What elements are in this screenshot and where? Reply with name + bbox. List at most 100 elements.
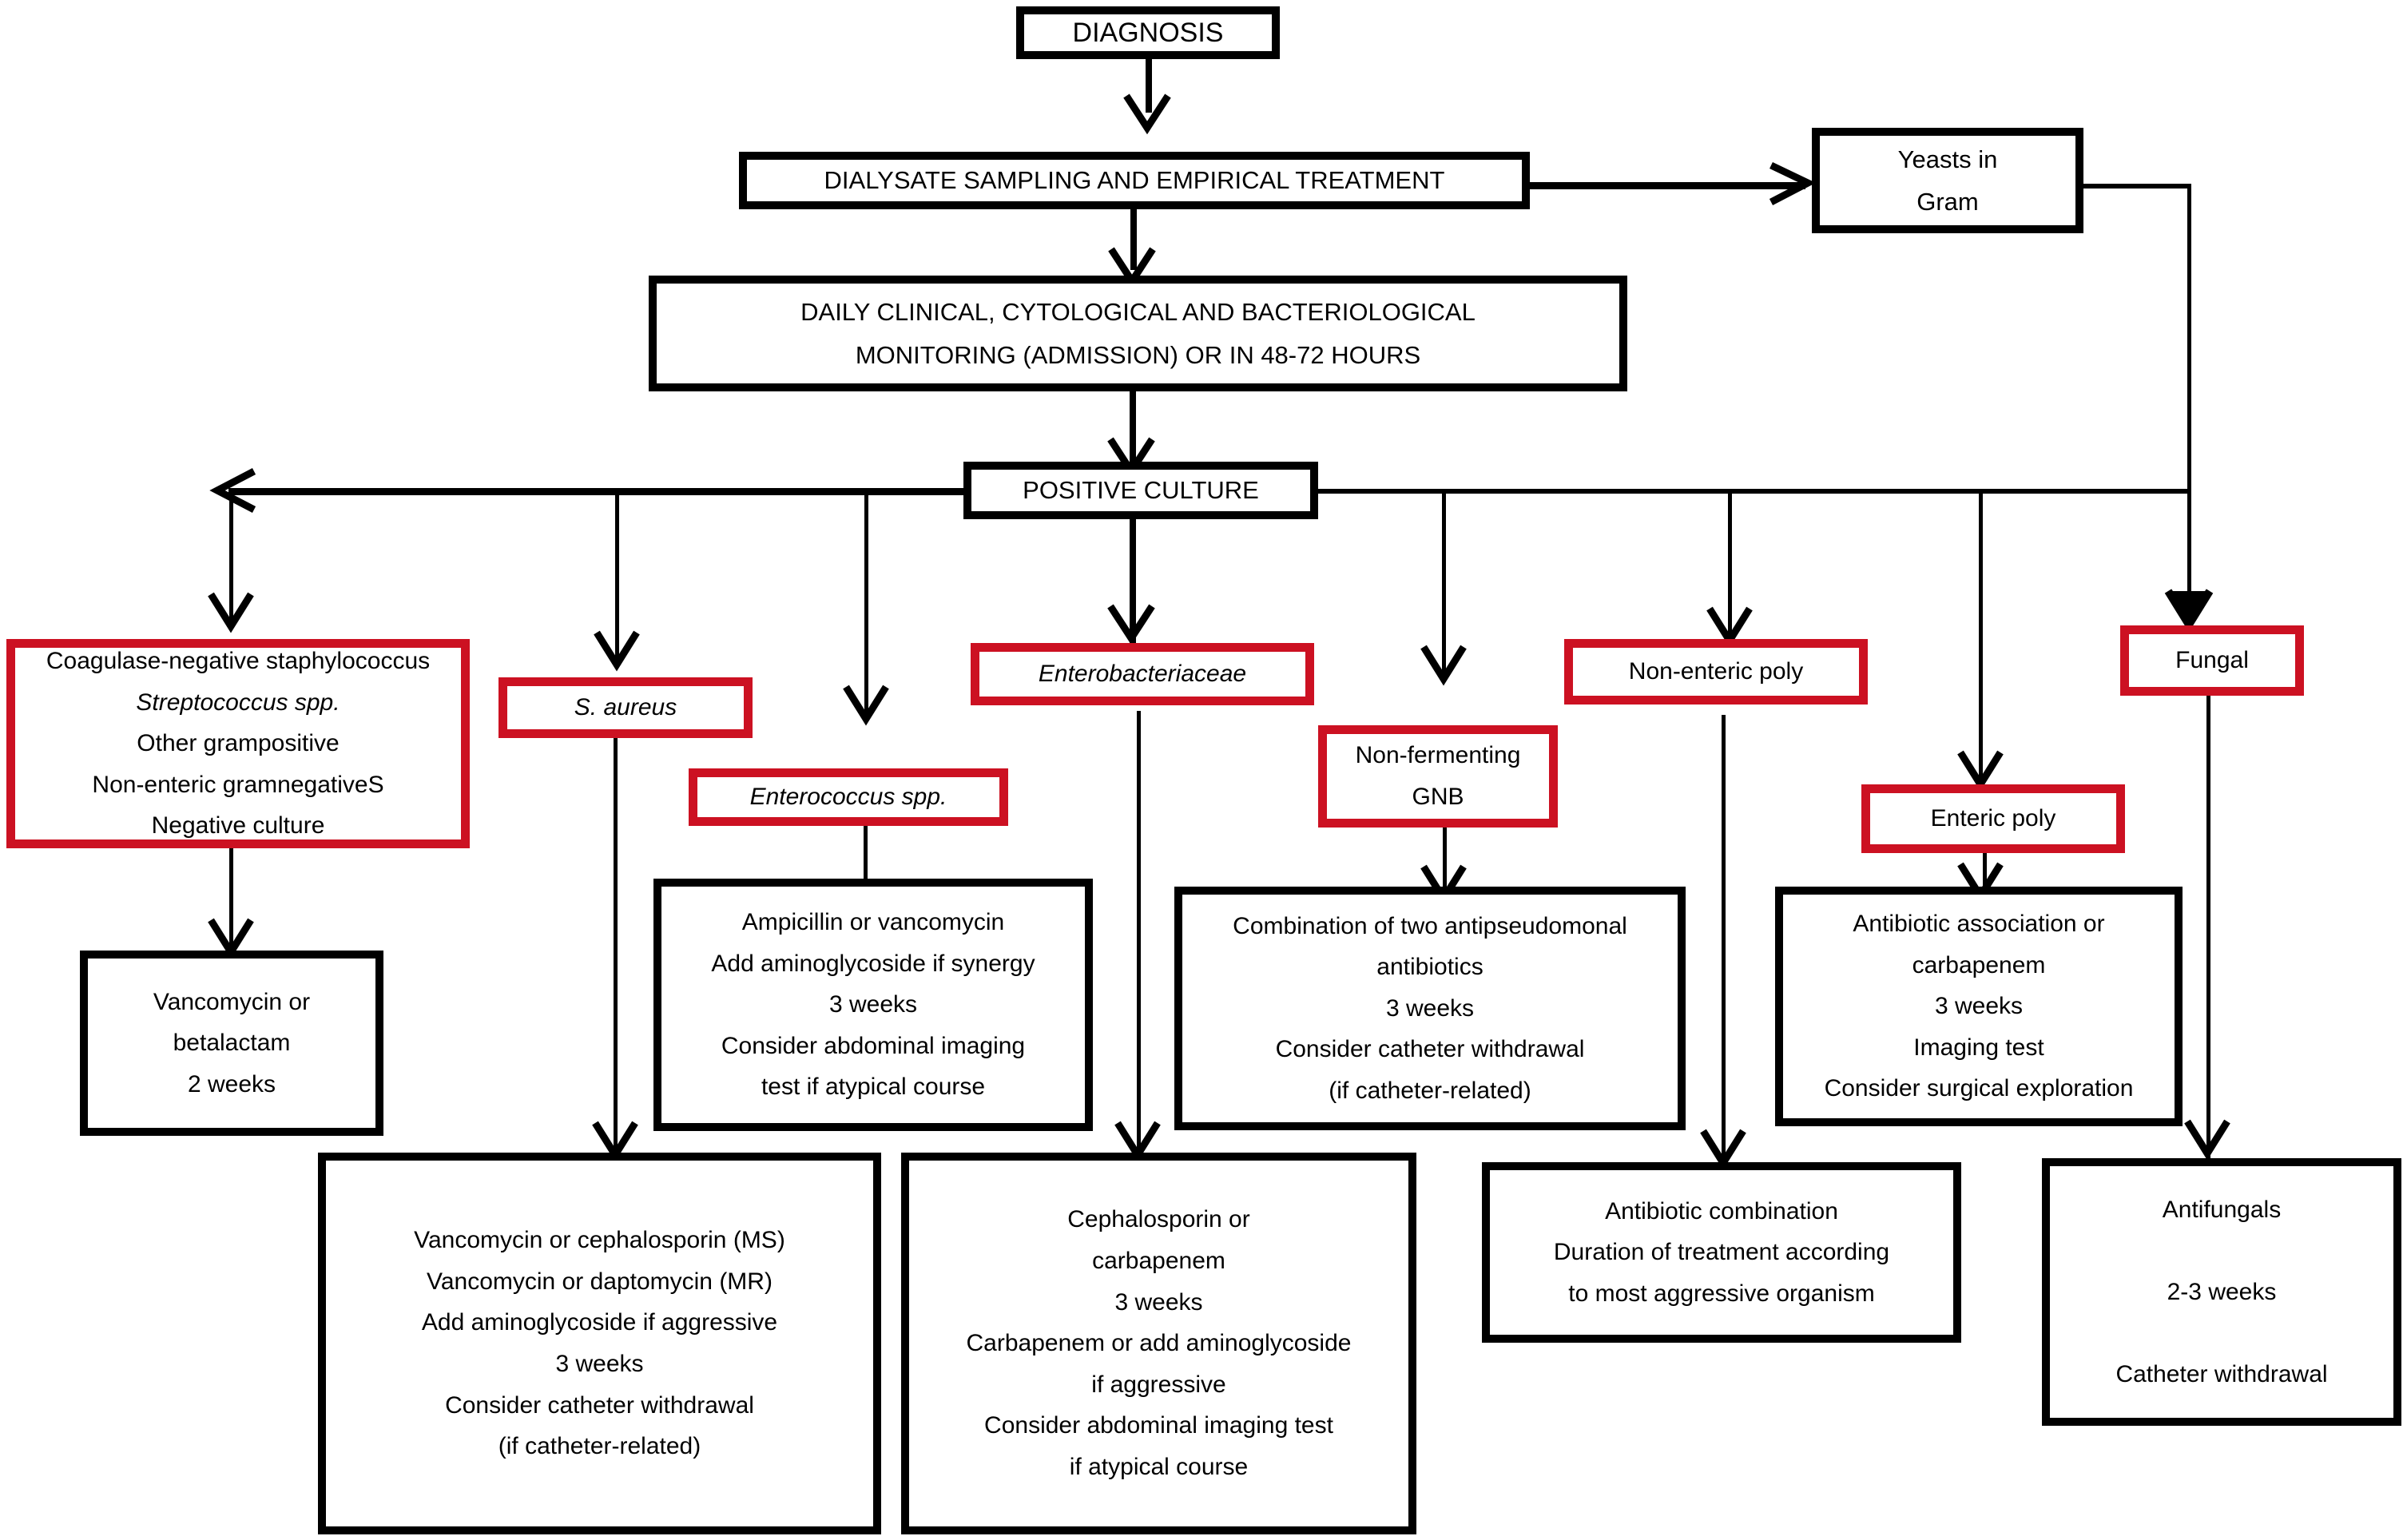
vc-line-5: (if catheter-related) <box>498 1433 701 1460</box>
connector-drop-coagulase <box>229 488 233 628</box>
node-enterococcus-line-0: Enterococcus spp. <box>749 784 947 811</box>
arrowhead-sampling-to-yeasts <box>1769 161 1817 205</box>
node-s-aureus[interactable]: S. aureus <box>498 677 753 738</box>
af-line-2: 2-3 weeks <box>2167 1278 2277 1305</box>
ac-line-0: Antibiotic combination <box>1605 1197 1838 1224</box>
node-cephalosporin-carbapenem[interactable]: Cephalosporin or carbapenem 3 weeks Carb… <box>901 1153 1416 1534</box>
arrowhead-drop-enterococcus <box>843 685 889 726</box>
node-non-enteric-poly-line-0: Non-enteric poly <box>1628 658 1804 685</box>
ac-line-2: to most aggressive organism <box>1568 1280 1875 1307</box>
connector-fungal-to-antifungals <box>2206 695 2210 1158</box>
aa-line-3: Imaging test <box>1913 1034 2044 1061</box>
node-fungal[interactable]: Fungal <box>2120 625 2304 696</box>
connector-saureus-to-vancocephalo <box>614 735 618 1158</box>
node-yeasts-in-gram-line-1: Gram <box>1916 188 1979 216</box>
group-line-3: Non-enteric gramnegativeS <box>92 771 384 798</box>
arrowhead-nonentericpoly-to-combination <box>1700 1129 1746 1170</box>
arrowhead-drop-coagulase <box>208 592 254 633</box>
node-enterobacteriaceae[interactable]: Enterobacteriaceae <box>971 643 1314 705</box>
node-two-antipseudomonal[interactable]: Combination of two antipseudomonal antib… <box>1174 887 1686 1130</box>
node-gnb-line-0: Non-fermenting <box>1355 742 1521 769</box>
node-dialysate-sampling-line-0: DIALYSATE SAMPLING AND EMPIRICAL TREATME… <box>824 166 1445 195</box>
ap-line-2: 3 weeks <box>1385 994 1475 1022</box>
connector-sampling-to-yeasts <box>1522 182 1805 189</box>
node-positive-culture-line-0: POSITIVE CULTURE <box>1023 476 1259 505</box>
af-line-0: Antifungals <box>2162 1196 2282 1223</box>
vc-line-2: Add aminoglycoside if aggressive <box>421 1309 778 1336</box>
ap-line-1: antibiotics <box>1376 954 1484 981</box>
vb-line-0: Vancomycin or <box>153 988 311 1015</box>
af-line-4: Catheter withdrawal <box>2115 1360 2328 1387</box>
arrowhead-diagnosis-to-sampling <box>1123 93 1171 135</box>
vc-line-1: Vancomycin or daptomycin (MR) <box>427 1268 773 1295</box>
node-daily-monitoring[interactable]: DAILY CLINICAL, CYTOLOGICAL AND BACTERIO… <box>649 276 1627 391</box>
af-line-3 <box>2218 1312 2225 1354</box>
arrowhead-culture-to-enterobacteriaceae <box>1107 604 1155 645</box>
connector-gnb-to-antipseudomonal <box>1443 827 1447 895</box>
connector-monitoring-to-culture <box>1130 391 1136 467</box>
arrowhead-drop-saureus <box>594 630 640 672</box>
cc-line-6: if atypical course <box>1069 1453 1249 1480</box>
node-yeasts-in-gram-line-0: Yeasts in <box>1897 145 1998 173</box>
node-antifungals[interactable]: Antifungals 2-3 weeks Catheter withdrawa… <box>2042 1158 2401 1426</box>
aa-line-0: Antibiotic association or <box>1853 911 2105 938</box>
node-non-fermenting-gnb[interactable]: Non-fermenting GNB <box>1318 725 1558 828</box>
group-line-1: Streptococcus spp. <box>136 689 340 716</box>
aa-line-4: Consider surgical exploration <box>1824 1075 2134 1102</box>
node-s-aureus-line-0: S. aureus <box>574 694 677 721</box>
group-line-4: Negative culture <box>151 812 325 839</box>
vb-line-2: 2 weeks <box>187 1070 276 1097</box>
node-ampicillin-vancomycin[interactable]: Ampicillin or vancomycin Add aminoglycos… <box>653 879 1093 1131</box>
node-enteric-poly-line-0: Enteric poly <box>1930 805 2056 832</box>
ac-line-1: Duration of treatment according <box>1553 1239 1890 1266</box>
node-dialysate-sampling[interactable]: DIALYSATE SAMPLING AND EMPIRICAL TREATME… <box>739 152 1530 209</box>
av-line-1: Add aminoglycoside if synergy <box>711 950 1035 977</box>
node-positive-culture[interactable]: POSITIVE CULTURE <box>963 462 1318 519</box>
aa-line-1: carbapenem <box>1912 951 2046 978</box>
connector-diagnosis-to-sampling <box>1146 37 1152 113</box>
vc-line-3: 3 weeks <box>555 1351 644 1377</box>
vc-line-4: Consider catheter withdrawal <box>445 1391 754 1419</box>
vb-line-1: betalactam <box>173 1030 291 1057</box>
node-antibiotic-association[interactable]: Antibiotic association or carbapenem 3 w… <box>1775 887 2183 1126</box>
node-enteric-poly[interactable]: Enteric poly <box>1861 784 2125 853</box>
arrowhead-drop-nonfermenting <box>1420 645 1467 686</box>
group-line-2: Other grampositive <box>137 730 340 757</box>
cc-line-1: carbapenem <box>1092 1248 1225 1275</box>
node-diagnosis[interactable]: DIAGNOSIS <box>1016 6 1280 59</box>
connector-sampling-to-monitoring <box>1130 206 1137 270</box>
connector-culture-bus-left <box>228 488 963 495</box>
af-line-1 <box>2218 1230 2225 1272</box>
node-vancomycin-betalactam[interactable]: Vancomycin or betalactam 2 weeks <box>80 951 383 1136</box>
connector-drop-nonfermenting <box>1442 489 1446 682</box>
connector-enterococcus-to-ampicillin <box>864 823 868 891</box>
node-non-enteric-poly[interactable]: Non-enteric poly <box>1564 639 1868 705</box>
node-enterococcus-spp[interactable]: Enterococcus spp. <box>689 768 1008 826</box>
vc-line-0: Vancomycin or cephalosporin (MS) <box>414 1227 785 1254</box>
node-coagulase-negative-group[interactable]: Coagulase-negative staphylococcus Strept… <box>6 639 470 848</box>
av-line-0: Ampicillin or vancomycin <box>741 909 1005 936</box>
arrowhead-drop-entericpoly <box>1957 750 2004 792</box>
node-daily-monitoring-line-1: MONITORING (ADMISSION) OR IN 48-72 HOURS <box>855 340 1421 369</box>
cc-line-3: Carbapenem or add aminoglycoside <box>966 1330 1352 1357</box>
node-yeasts-in-gram[interactable]: Yeasts in Gram <box>1812 128 2083 233</box>
aa-line-2: 3 weeks <box>1934 993 2024 1020</box>
group-line-0: Coagulase-negative staphylococcus <box>46 648 431 675</box>
ap-line-4: (if catheter-related) <box>1329 1077 1531 1104</box>
av-line-3: Consider abdominal imaging <box>721 1032 1026 1059</box>
cc-line-2: 3 weeks <box>1114 1288 1203 1316</box>
node-antibiotic-combination[interactable]: Antibiotic combination Duration of treat… <box>1482 1162 1961 1343</box>
cc-line-0: Cephalosporin or <box>1067 1206 1250 1233</box>
connector-coagulase-to-vanco <box>229 847 233 951</box>
node-enterobacteriaceae-line-0: Enterobacteriaceae <box>1038 661 1247 688</box>
ap-line-0: Combination of two antipseudomonal <box>1233 912 1627 939</box>
cc-line-4: if aggressive <box>1091 1371 1226 1398</box>
connector-culture-to-enterobacteriaceae <box>1130 519 1136 643</box>
connector-nonentericpoly-to-combination <box>1722 715 1726 1170</box>
connector-drop-nonentericpoly <box>1728 489 1732 642</box>
node-daily-monitoring-line-0: DAILY CLINICAL, CYTOLOGICAL AND BACTERIO… <box>800 298 1476 327</box>
ap-line-3: Consider catheter withdrawal <box>1275 1036 1585 1063</box>
connector-drop-entericpoly <box>1979 489 1983 784</box>
node-vancomycin-cephalosporin[interactable]: Vancomycin or cephalosporin (MS) Vancomy… <box>318 1153 881 1534</box>
